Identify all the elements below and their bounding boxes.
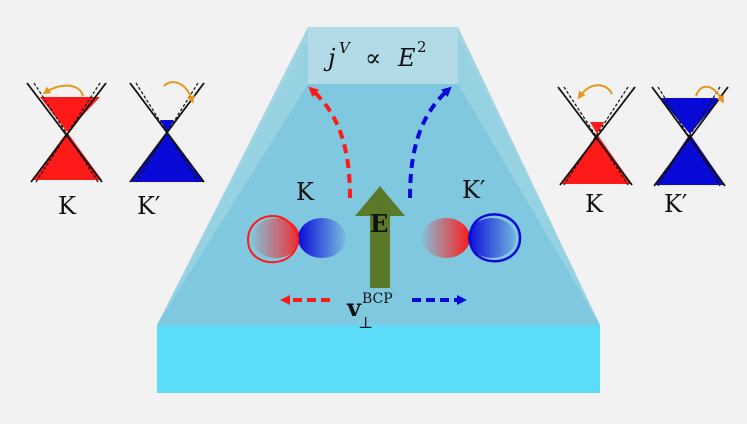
- dirac-cone-icon-left-Kp: [129, 81, 205, 183]
- equation-E-sup: 2: [417, 38, 427, 56]
- equation-panel: [308, 27, 458, 84]
- red-curved-dashed-arrow: [308, 86, 352, 199]
- equation-j-sup: V: [339, 39, 352, 57]
- dirac-cone-icon-right-Kp: [651, 85, 729, 187]
- equation-E: E: [397, 44, 416, 72]
- valley-label-K-center: K: [296, 178, 315, 206]
- slab-front-face: [157, 325, 600, 393]
- field-label: E: [370, 209, 388, 238]
- velocity-sub: ⊥: [358, 313, 373, 332]
- valley-label-K-right: K: [585, 190, 604, 218]
- velocity-v: v: [346, 293, 362, 322]
- valley-label-Kp-center: K′: [462, 176, 485, 204]
- green-field-arrow-icon: [355, 186, 405, 288]
- velocity-sup: BCP: [362, 291, 393, 307]
- equation-prop: ∝: [365, 44, 381, 72]
- valley-label-K-left: K: [58, 192, 77, 220]
- dirac-cone-icon-left-K: [26, 82, 107, 183]
- valley-label-Kp-left: K′: [137, 192, 160, 220]
- valley-label-Kp-right: K′: [664, 190, 687, 218]
- blue-curved-dashed-arrow: [408, 86, 452, 199]
- left-orbital-lobes: [246, 215, 346, 264]
- right-orbital-lobes: [422, 213, 522, 263]
- dirac-cone-icon-right-K: [557, 84, 636, 186]
